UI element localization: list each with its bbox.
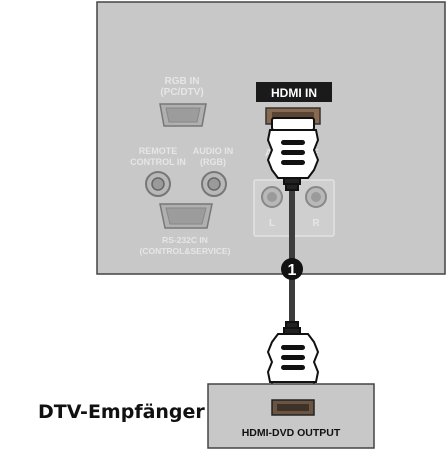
rs232c-sublabel: (CONTROL&SERVICE)	[140, 246, 231, 256]
rgb-in-sublabel: (PC/DTV)	[160, 87, 203, 98]
audio-left-label: L	[269, 218, 275, 229]
tv-back-panel: RGB IN (PC/DTV) REMOTE CONTROL IN AUDIO …	[96, 1, 446, 275]
hdmi-dvd-output-label: HDMI-DVD OUTPUT	[242, 427, 341, 439]
audio-right-label: R	[312, 218, 320, 229]
audio-in-sublabel: (RGB)	[200, 157, 226, 167]
step-badge: 1	[281, 258, 303, 280]
dtv-receiver: HDMI-DVD OUTPUT	[207, 383, 375, 449]
hdmi-plug-bottom	[266, 321, 320, 393]
rgb-in-label: RGB IN	[165, 76, 200, 87]
rgb-in-port	[159, 103, 207, 127]
audio-in-label: AUDIO IN	[193, 146, 234, 156]
audio-in-jack	[201, 171, 227, 197]
hdmi-plug-top	[266, 117, 320, 191]
hdmi-in-label: HDMI IN	[271, 86, 317, 100]
remote-control-jack	[145, 171, 171, 197]
receiver-name: DTV-Empfänger	[38, 401, 205, 423]
step-number: 1	[288, 262, 297, 279]
hidden-label-left: A	[265, 148, 272, 159]
hdmi-dvd-output-port	[271, 399, 315, 416]
rs232c-port	[159, 203, 213, 229]
remote-label: REMOTE	[139, 146, 178, 156]
hdmi-in-tag	[256, 82, 332, 102]
rs232c-label: RS-232C IN	[162, 235, 208, 245]
remote-sublabel: CONTROL IN	[130, 157, 186, 167]
